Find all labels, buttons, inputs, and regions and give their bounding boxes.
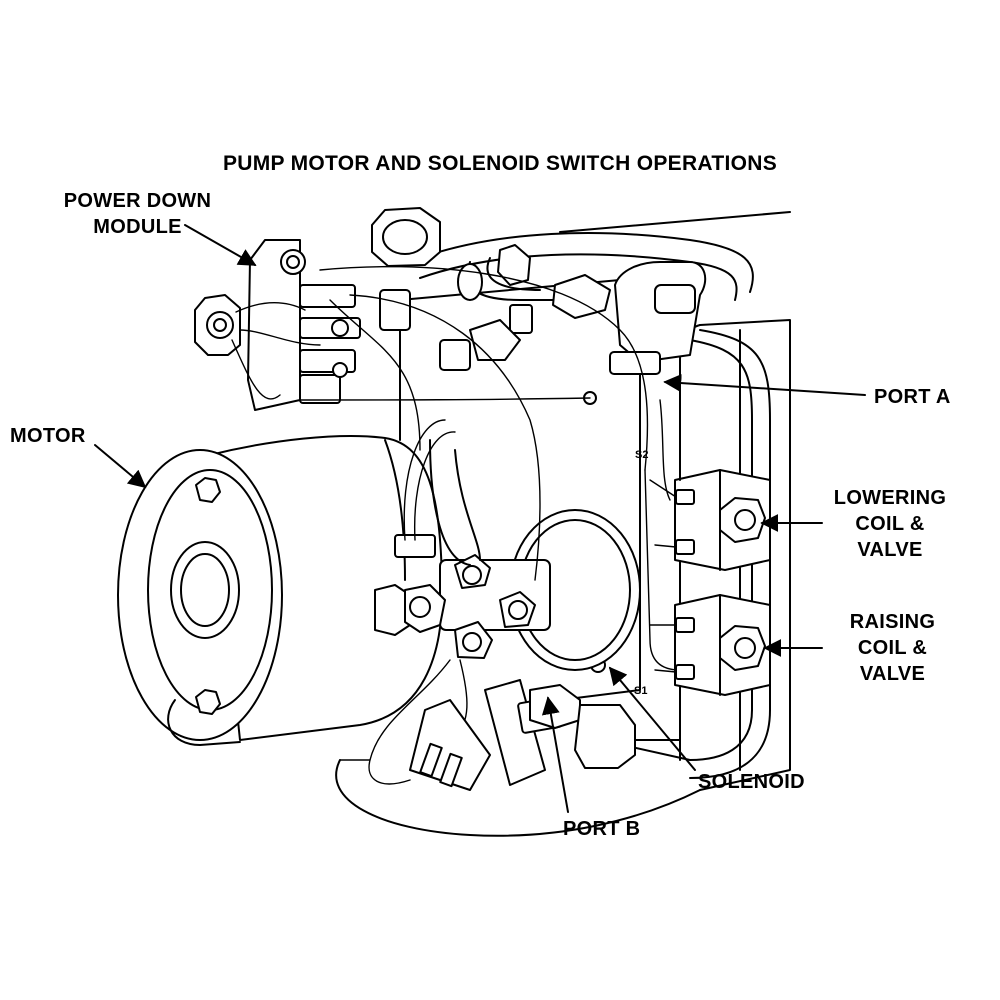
label-raising-line2: COIL & [857, 637, 928, 659]
leader-power-down-module [184, 224, 257, 266]
power-down-module [194, 239, 361, 411]
label-power-down-module-line1: POWER DOWN [63, 190, 212, 212]
label-lowering-coil-valve: LOWERING COIL & VALVE [815, 485, 965, 563]
top-fittings [371, 207, 611, 371]
leader-motor [94, 444, 147, 489]
connectors [409, 679, 563, 791]
port-a-fitting [609, 261, 707, 375]
label-motor: MOTOR [10, 425, 86, 447]
solenoid [374, 509, 641, 671]
label-lowering-line1: LOWERING [833, 487, 947, 509]
label-port-b: PORT B [563, 818, 641, 840]
raising-coil-valve [649, 594, 771, 696]
leader-solenoid [608, 666, 696, 771]
leader-port-a [663, 374, 866, 396]
s1-marking: S1 [634, 685, 647, 697]
s2-marking: S2 [635, 449, 648, 461]
leader-port-b [541, 696, 569, 813]
label-lowering-line3: VALVE [857, 539, 923, 561]
lowering-coil-valve [649, 439, 771, 571]
label-port-a: PORT A [874, 386, 951, 408]
label-power-down-module: POWER DOWN MODULE [50, 188, 225, 240]
motor [117, 435, 444, 746]
label-solenoid: SOLENOID [698, 771, 805, 793]
diagram-title: PUMP MOTOR AND SOLENOID SWITCH OPERATION… [222, 152, 778, 175]
leader-lines [94, 224, 866, 813]
label-raising-line3: VALVE [859, 663, 926, 685]
label-raising-coil-valve: RAISING COIL & VALVE [820, 609, 965, 687]
label-power-down-module-line2: MODULE [93, 216, 182, 238]
label-raising-line1: RAISING [849, 611, 936, 633]
label-lowering-line2: COIL & [855, 513, 925, 535]
